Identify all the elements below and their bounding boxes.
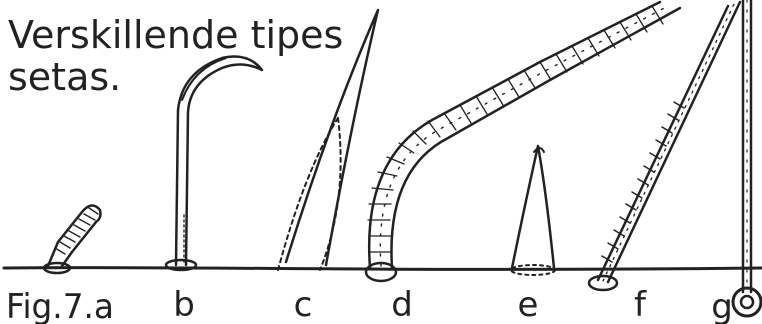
baseline: [4, 268, 762, 270]
seta-a-drawing: [44, 205, 101, 273]
figure-label: Fig.7.a: [6, 287, 114, 324]
label-d: d: [391, 285, 413, 324]
seta-b-drawing: [166, 57, 262, 271]
seta-e-drawing: [511, 146, 555, 275]
label-f: f: [634, 285, 647, 324]
label-c: c: [294, 285, 313, 324]
label-e: e: [518, 285, 539, 324]
seta-d-drawing: [366, 2, 680, 281]
label-g: g: [711, 287, 733, 324]
figure-title-line2: setas.: [8, 55, 121, 99]
label-b: b: [173, 285, 195, 324]
figure-title-line1: Verskillende tipes: [8, 13, 343, 57]
